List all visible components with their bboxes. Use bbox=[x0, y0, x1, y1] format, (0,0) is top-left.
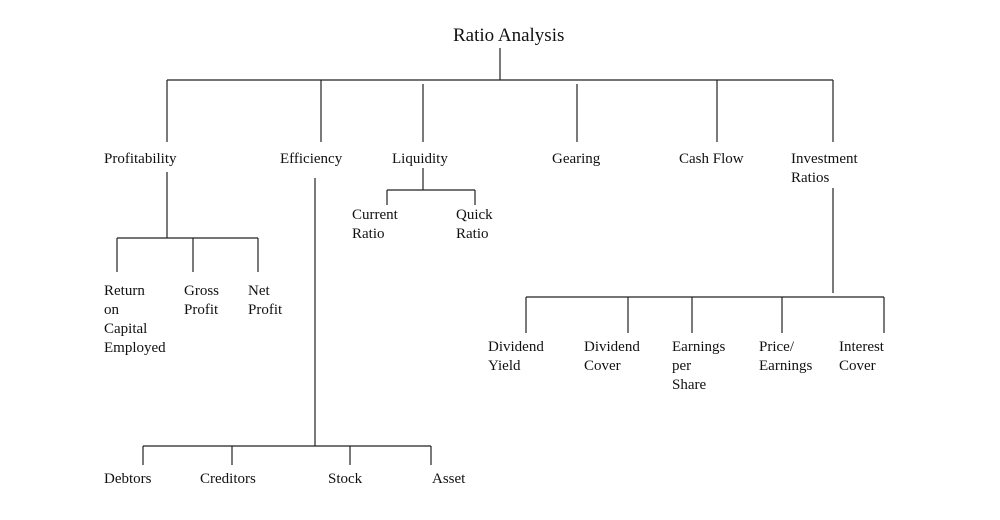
diagram-title: Ratio Analysis bbox=[453, 25, 565, 46]
category-liquidity: Liquidity bbox=[392, 151, 448, 167]
category-efficiency: Efficiency bbox=[280, 151, 343, 167]
item-interest-cover: Interest Cover bbox=[839, 339, 884, 374]
category-investment-ratios: Investment Ratios bbox=[791, 151, 858, 186]
category-profitability: Profitability bbox=[104, 151, 177, 167]
category-gearing: Gearing bbox=[552, 151, 601, 167]
item-return-on-capital-employed: Return on Capital Employed bbox=[104, 283, 166, 356]
item-dividend-cover: Dividend Cover bbox=[584, 339, 640, 374]
item-net-profit: Net Profit bbox=[248, 283, 283, 318]
item-creditors: Creditors bbox=[200, 471, 256, 487]
item-debtors: Debtors bbox=[104, 471, 152, 487]
item-asset: Asset bbox=[432, 471, 466, 487]
item-stock: Stock bbox=[328, 471, 363, 487]
item-current-ratio: Current Ratio bbox=[352, 207, 398, 242]
item-earnings-per-share: Earnings per Share bbox=[672, 339, 726, 393]
item-quick-ratio: Quick Ratio bbox=[456, 207, 493, 242]
item-gross-profit: Gross Profit bbox=[184, 283, 220, 318]
category-cash-flow: Cash Flow bbox=[679, 151, 744, 167]
item-dividend-yield: Dividend Yield bbox=[488, 339, 544, 374]
item-price-earnings: Price/ Earnings bbox=[759, 339, 813, 374]
